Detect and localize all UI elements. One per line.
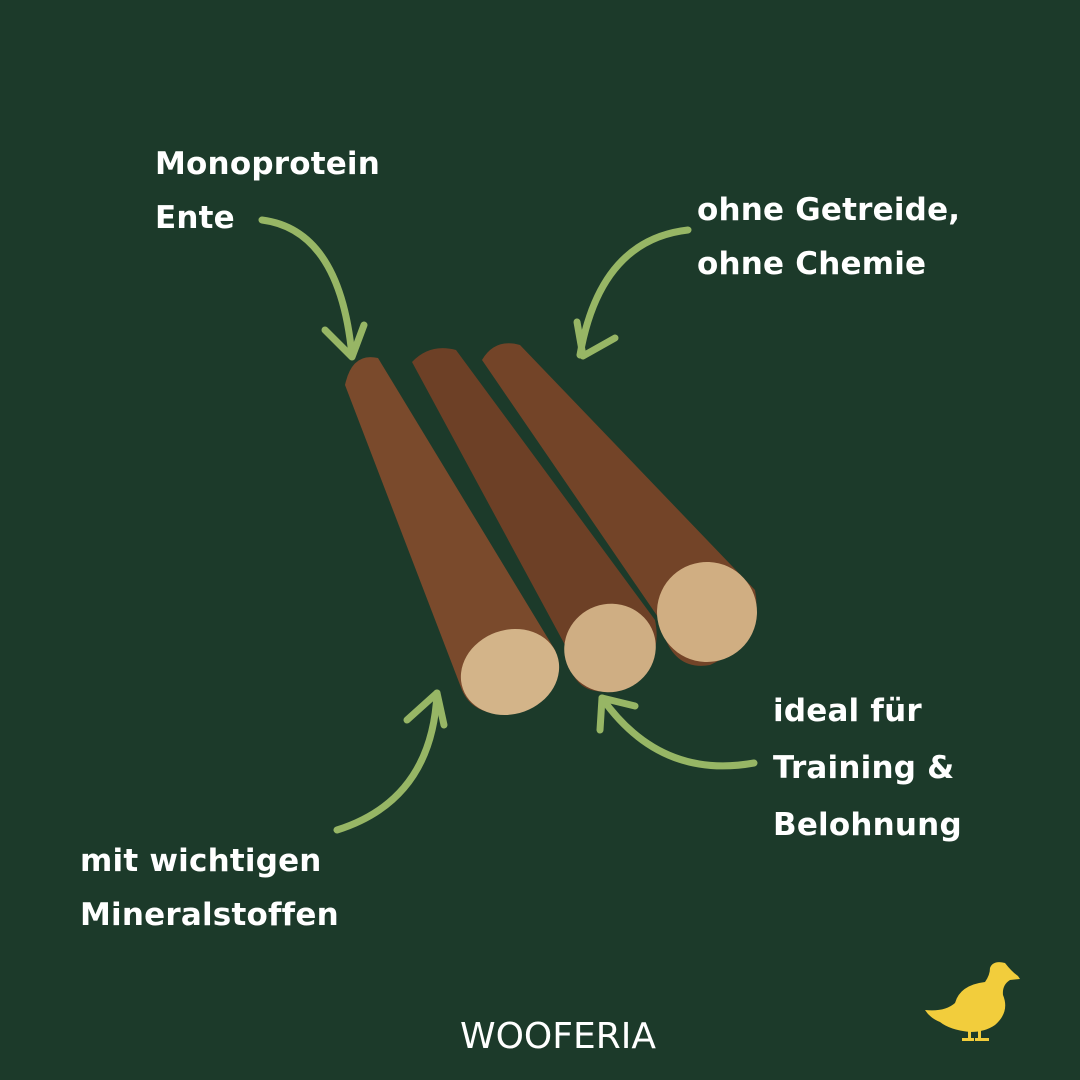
label-line: Ente bbox=[155, 200, 235, 236]
brand-logo: WOOFERIA bbox=[460, 1016, 656, 1057]
label-minerals: mit wichtigen Mineralstoffen bbox=[80, 834, 339, 942]
label-grain-free: ohne Getreide, ohne Chemie bbox=[697, 183, 960, 291]
arrow-top-left-head-icon bbox=[321, 321, 368, 361]
arrow-bottom-right-head-icon bbox=[596, 694, 639, 734]
label-line: mit wichtigen bbox=[80, 843, 322, 879]
arrow-top-right-head-icon bbox=[573, 318, 619, 360]
chew-sticks bbox=[345, 343, 757, 716]
label-line: ohne Chemie bbox=[697, 246, 927, 282]
arrow-top-left-icon bbox=[258, 216, 356, 360]
label-training: ideal für Training & Belohnung bbox=[773, 683, 962, 854]
arrow-bottom-right-icon bbox=[598, 694, 758, 770]
label-line: Belohnung bbox=[773, 807, 962, 843]
arrow-bottom-left-icon bbox=[333, 689, 441, 834]
label-line: Training & bbox=[773, 750, 955, 786]
arrow-top-right-icon bbox=[576, 226, 692, 359]
label-line: Monoprotein bbox=[155, 146, 381, 182]
label-line: ideal für bbox=[773, 693, 922, 729]
label-line: ohne Getreide, bbox=[697, 192, 961, 228]
label-line: Mineralstoffen bbox=[80, 897, 339, 933]
label-monoprotein: Monoprotein Ente bbox=[155, 137, 380, 245]
duck-icon bbox=[925, 962, 1020, 1041]
arrow-bottom-left-head-icon bbox=[403, 689, 448, 729]
